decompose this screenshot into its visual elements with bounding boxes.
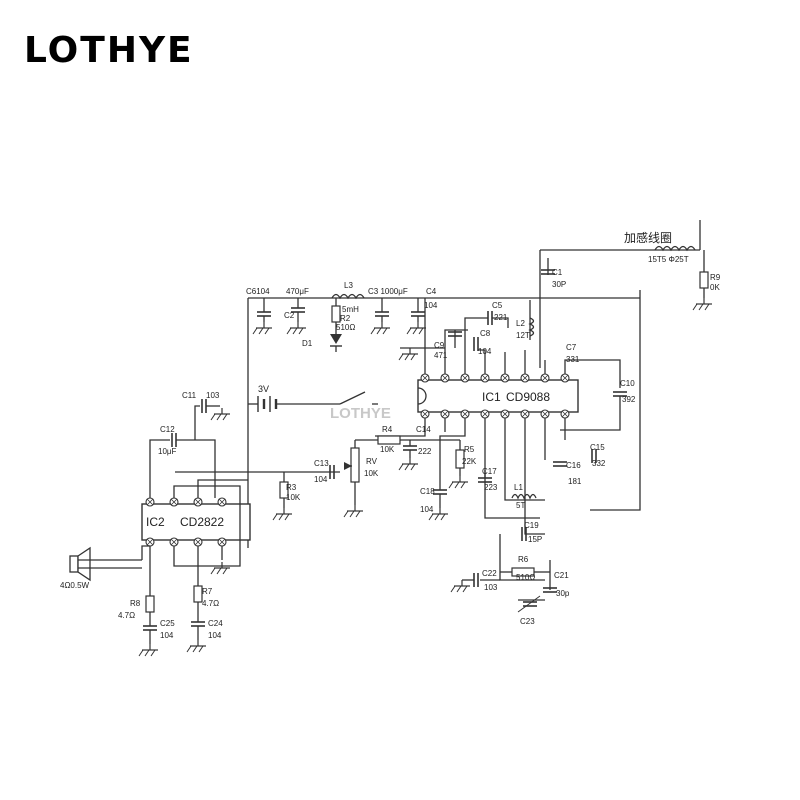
- c11-value: 103: [206, 391, 220, 400]
- c15-label: C15: [590, 443, 605, 452]
- r7-label: R7: [202, 587, 213, 596]
- c2-label: C2: [284, 311, 295, 320]
- c4-label: C4: [426, 287, 437, 296]
- c10-value: 392: [622, 395, 636, 404]
- r9-label: R9: [710, 273, 721, 282]
- r2-label: R2: [340, 314, 351, 323]
- c1-value: 30P: [552, 280, 566, 289]
- c25-label: C25: [160, 619, 175, 628]
- r2-d1-branch: [330, 298, 342, 352]
- r4-value: 10K: [380, 445, 395, 454]
- c18-value: 104: [420, 505, 434, 514]
- r3-value: 10K: [286, 493, 301, 502]
- l3-inductor: [331, 293, 365, 300]
- oscillator-network: [450, 526, 558, 613]
- ic2-wiring: [138, 398, 248, 657]
- c22-value: 103: [484, 583, 498, 592]
- battery-switch: [248, 391, 378, 412]
- supply-rail: [247, 249, 700, 548]
- antenna-spec: 15T5 Φ25T: [648, 255, 689, 264]
- c5-label: C5: [492, 301, 503, 310]
- c14-label: C14: [416, 425, 431, 434]
- c18-label: C18: [420, 487, 435, 496]
- ic1-top-wiring: [398, 298, 628, 431]
- battery-label: 3V: [258, 384, 269, 394]
- c1-label: C1: [552, 268, 563, 277]
- c21-value: 30p: [556, 589, 570, 598]
- rv-label: RV: [366, 457, 378, 466]
- r8-label: R8: [130, 599, 141, 608]
- c5-value: 221: [494, 313, 508, 322]
- top-rail-capacitors: [252, 298, 427, 335]
- r2-value: 510Ω: [336, 323, 355, 332]
- ic2-ref: IC2: [146, 515, 165, 529]
- ic2-chip: [141, 503, 251, 541]
- c12-label: C12: [160, 425, 175, 434]
- c16-label: C16: [566, 461, 581, 470]
- c19-label: C19: [524, 521, 539, 530]
- c9-label: C9: [434, 341, 445, 350]
- c11-label: C11: [182, 391, 197, 400]
- c24-label: C24: [208, 619, 223, 628]
- ic1-part: CD9088: [506, 390, 550, 404]
- c9-value: 471: [434, 351, 448, 360]
- c23-label: C23: [520, 617, 535, 626]
- c2-value: 470μF: [286, 287, 309, 296]
- ic1-ref: IC1: [482, 390, 501, 404]
- speaker-icon: [69, 545, 150, 582]
- r4-label: R4: [382, 425, 393, 434]
- r8-value: 4.7Ω: [118, 611, 135, 620]
- c7-label: C7: [566, 343, 577, 352]
- l2-value: 12T: [516, 331, 530, 340]
- c8-value: 104: [478, 347, 492, 356]
- c6-label: C6104: [246, 287, 270, 296]
- c16-value: 181: [568, 477, 582, 486]
- c4-value: 104: [424, 301, 438, 310]
- l3-value: 5mH: [342, 305, 359, 314]
- antenna-label: 加感线圈: [624, 230, 672, 245]
- r7-value: 4.7Ω: [202, 599, 219, 608]
- ic2-part: CD2822: [180, 515, 224, 529]
- l1-value: 5T: [516, 501, 525, 510]
- speaker-label: 4Ω0.5W: [60, 581, 90, 590]
- l2-label: L2: [516, 319, 525, 328]
- c14-value: 222: [418, 447, 432, 456]
- c24-value: 104: [208, 631, 222, 640]
- rv-value: 10K: [364, 469, 379, 478]
- r5-label: R5: [464, 445, 475, 454]
- antenna-coil: [540, 220, 713, 311]
- ic1-bottom-wiring: [375, 418, 597, 581]
- r9-value: 0K: [710, 283, 720, 292]
- c12-value: 10μF: [158, 447, 177, 456]
- c17-label: C17: [482, 467, 497, 476]
- r6-label: R6: [518, 555, 529, 564]
- r5-value: 22K: [462, 457, 477, 466]
- c19-value: 15P: [528, 535, 542, 544]
- l1-label: L1: [514, 483, 523, 492]
- brand-logo: LOTHYE: [24, 30, 194, 71]
- c13-label: C13: [314, 459, 329, 468]
- r6-value: 510Ω: [516, 573, 535, 582]
- c25-value: 104: [160, 631, 174, 640]
- c21-label: C21: [554, 571, 569, 580]
- c10-label: C10: [620, 379, 635, 388]
- ic1-chip: [417, 379, 579, 413]
- volume-network: [175, 435, 469, 521]
- c3-label: C3 1000μF: [368, 287, 408, 296]
- c8-label: C8: [480, 329, 491, 338]
- watermark: LOTHYE: [330, 405, 391, 422]
- r3-label: R3: [286, 483, 297, 492]
- l3-label: L3: [344, 281, 353, 290]
- c7-value: 331: [566, 355, 580, 364]
- d1-label: D1: [302, 339, 313, 348]
- c13-value: 104: [314, 475, 328, 484]
- c17-value: 223: [484, 483, 498, 492]
- c15-value: 332: [592, 459, 606, 468]
- c22-label: C22: [482, 569, 497, 578]
